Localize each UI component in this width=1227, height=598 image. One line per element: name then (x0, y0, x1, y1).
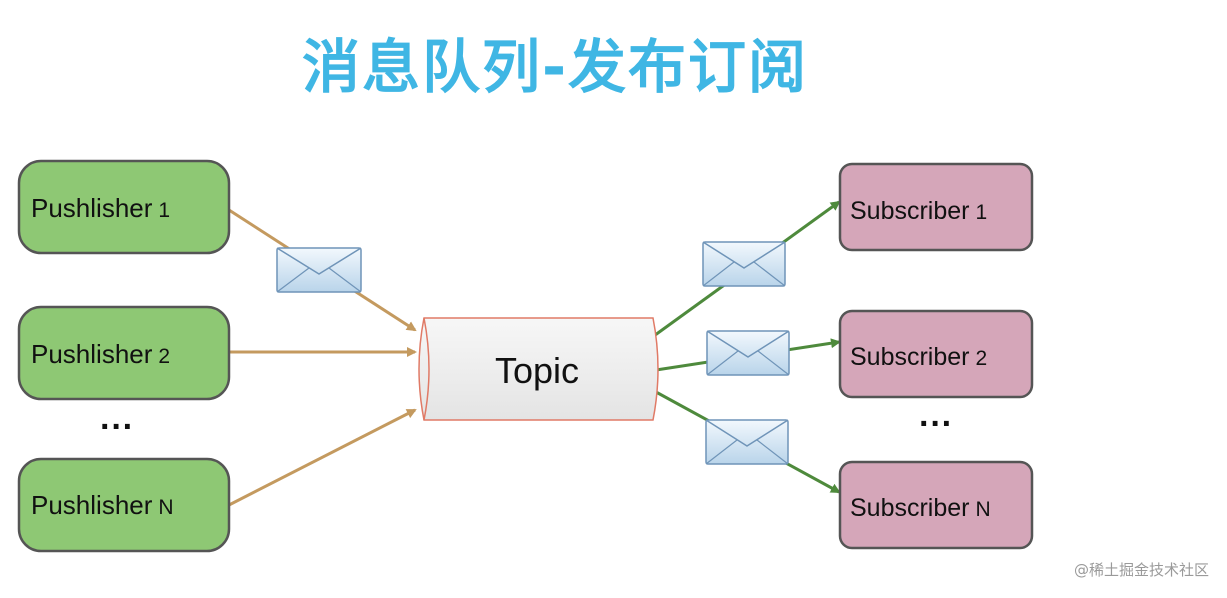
subscriber-number: 1 (976, 201, 988, 224)
subscriber-label: Subscriber (850, 197, 970, 225)
publisher-label: Pushlisher (31, 490, 153, 520)
subscriber-ellipsis: ··· (919, 405, 953, 443)
watermark: @稀土掘金技术社区 (1073, 561, 1209, 579)
subscriber-number: N (976, 498, 991, 521)
publisher-ellipsis: ··· (100, 408, 134, 446)
envelope-icon (702, 241, 786, 287)
publisher-label: Pushlisher (31, 339, 153, 369)
subscriber-node: Subscriber 1 (838, 162, 1034, 252)
envelope-icon (276, 247, 362, 293)
subscriber-number: 2 (976, 347, 988, 370)
subscriber-label: Subscriber (850, 343, 970, 371)
envelope-icon (706, 330, 790, 376)
page-title: 消息队列-发布订阅 (301, 33, 809, 101)
publisher-number: 1 (158, 199, 170, 222)
subscriber-node: Subscriber 2 (838, 309, 1034, 399)
envelope-icon (705, 419, 789, 465)
subscriber-label: Subscriber (850, 494, 970, 522)
publisher-label: Pushlisher (31, 193, 153, 223)
publisher-number: 2 (158, 345, 170, 368)
publisher-number: N (158, 496, 173, 519)
topic-label: Topic (495, 350, 579, 391)
arrow-publisher-n-to-topic (228, 408, 417, 507)
subscriber-node: Subscriber N (838, 460, 1034, 550)
topic-node: Topic (418, 317, 659, 421)
